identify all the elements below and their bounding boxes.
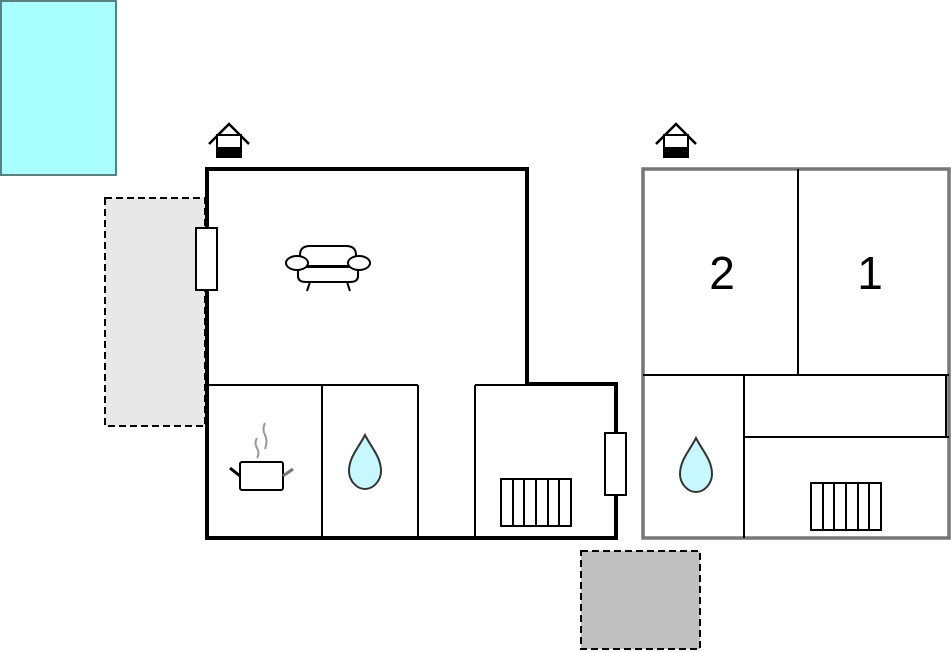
- bedroom-2-label: 2: [709, 247, 735, 299]
- entrance-icon: [654, 122, 698, 159]
- entrance-icon: [207, 122, 251, 159]
- radiator-icon: [500, 478, 572, 527]
- bedroom-1-label: 1: [857, 247, 883, 299]
- window-left: [195, 227, 218, 291]
- parking: [580, 550, 701, 650]
- sofa-icon: [285, 245, 371, 292]
- window-right: [604, 432, 627, 496]
- pool: [0, 0, 117, 176]
- terrace: [104, 197, 206, 427]
- cooking-pot-icon: [229, 422, 294, 491]
- radiator-icon: [810, 482, 882, 531]
